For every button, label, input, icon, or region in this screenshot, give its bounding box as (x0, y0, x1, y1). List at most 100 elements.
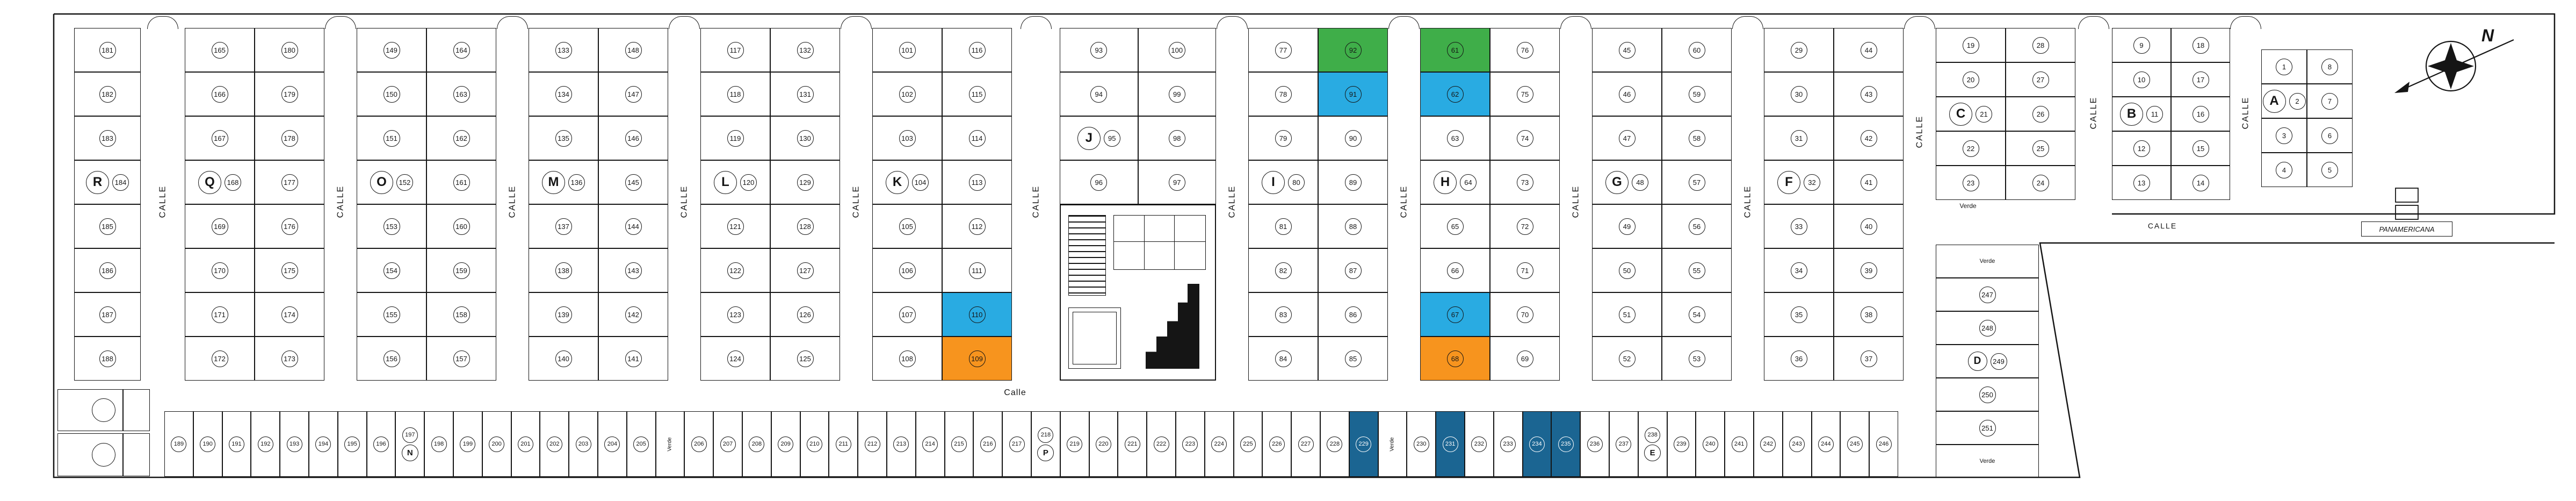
street-culdesac (325, 16, 356, 29)
lot-cell: 137 (529, 204, 598, 248)
strip-lot-cell: 235 (1551, 411, 1581, 477)
lot-number: 153 (383, 218, 400, 235)
lot-number: 165 (211, 41, 228, 59)
lot-number: 131 (797, 85, 814, 103)
strip-lot-cell: 237 (1609, 411, 1638, 477)
lot-number: 104 (912, 174, 929, 191)
lot-number: 230 (1413, 436, 1429, 452)
lot-number: 179 (281, 85, 298, 103)
lot-number: 57 (1688, 174, 1705, 191)
lot-number: 192 (257, 436, 273, 452)
lot-cell: 67 (1420, 292, 1490, 337)
lot-cell: 85 (1318, 337, 1388, 381)
lot-cell: 71 (1490, 248, 1560, 292)
lot-cell: 91 (1318, 72, 1388, 116)
lot-number: 23 (1962, 174, 1979, 191)
lot-cell: 147 (598, 72, 668, 116)
lot-number: 31 (1790, 130, 1807, 147)
lot-cell: 62 (1420, 72, 1490, 116)
lot-number: 8 (2321, 58, 2338, 75)
north-label: N (2481, 26, 2494, 45)
lot-number: 119 (727, 130, 744, 147)
lot-number: 111 (968, 262, 986, 279)
lot-number: 58 (1688, 130, 1705, 147)
lot-cell: 94 (1060, 72, 1138, 116)
lot-number: 109 (968, 350, 986, 367)
lot-number: 143 (625, 262, 642, 279)
lot-number: 97 (1168, 174, 1185, 191)
lot-number: 139 (555, 306, 572, 323)
lot-cell: 69 (1490, 337, 1560, 381)
street-label: CALLE (1570, 177, 1582, 226)
lot-cell: 127 (770, 248, 840, 292)
lot-number: 121 (727, 218, 744, 235)
strip-lot-cell: 206 (684, 411, 714, 477)
lot-divider (122, 390, 124, 431)
lot-number: 135 (555, 130, 572, 147)
lot-cell: 185 (74, 204, 141, 248)
lot-cell: 142 (598, 292, 668, 337)
lot-cell: 36 (1764, 337, 1834, 381)
lot-number: 159 (453, 262, 470, 279)
lot-number: 213 (893, 436, 909, 452)
lot-cell: 74 (1490, 116, 1560, 160)
block-label-G: G (1605, 170, 1629, 194)
lot-number: 184 (112, 174, 129, 191)
lot-cell: 46 (1592, 72, 1662, 116)
lot-number: 216 (980, 436, 996, 452)
lot-number: 65 (1446, 218, 1464, 235)
lot-cell: 113 (942, 160, 1012, 204)
lot-number: 40 (1860, 218, 1877, 235)
street-label-text: CALLE (2241, 96, 2251, 130)
street-culdesac (147, 16, 178, 29)
lot-number: 251 (1979, 419, 1996, 436)
lot-cell: 15 (2171, 131, 2230, 166)
lot-cell: 5 (2307, 153, 2353, 187)
lot-number: 70 (1516, 306, 1533, 323)
lot-cell: 27 (2006, 62, 2075, 97)
lot-number: 228 (1327, 436, 1343, 452)
street-culdesac (2078, 16, 2109, 29)
lot-number: 136 (568, 174, 585, 191)
lot-number: 33 (1790, 218, 1807, 235)
lot-number: 11 (2146, 105, 2163, 123)
lot-cell: 65 (1420, 204, 1490, 248)
lot-cell: 54 (1662, 292, 1732, 337)
lot-cell: 58 (1662, 116, 1732, 160)
lot-cell: 140 (529, 337, 598, 381)
lot-number: 71 (1516, 262, 1533, 279)
lot-number: 5 (2321, 161, 2338, 178)
lot-cell: 106 (872, 248, 942, 292)
strip-lot-cell: 225 (1233, 411, 1263, 477)
lot-number: 215 (951, 436, 967, 452)
strip-lot-cell: 216 (973, 411, 1003, 477)
strip-lot-cell: 198 (424, 411, 453, 477)
verde-label: Verde (1979, 458, 1995, 464)
lot-number: 138 (555, 262, 572, 279)
verde-area-label: Verde (1959, 202, 1977, 210)
lot-cell: 117 (700, 28, 770, 72)
lot-cell: 8 (2307, 49, 2353, 84)
lot-cell: 181 (74, 28, 141, 72)
strip-lot-cell: 217 (1002, 411, 1031, 477)
strip-lot-cell: 233 (1493, 411, 1523, 477)
strip-lot-cell: 227 (1291, 411, 1320, 477)
lot-cell: 50 (1592, 248, 1662, 292)
lot-cell: 29 (1764, 28, 1834, 72)
lot-number: 69 (1516, 350, 1533, 367)
lot-number: 66 (1446, 262, 1464, 279)
lot-number: 32 (1804, 174, 1820, 191)
block-label-B: B (2120, 102, 2143, 126)
lot-cell: 114 (942, 116, 1012, 160)
lot-cell: 45 (1592, 28, 1662, 72)
lot-number: 48 (1632, 174, 1648, 191)
strip-block-label-N: N (401, 444, 418, 461)
lot-cell: 96 (1060, 160, 1138, 204)
